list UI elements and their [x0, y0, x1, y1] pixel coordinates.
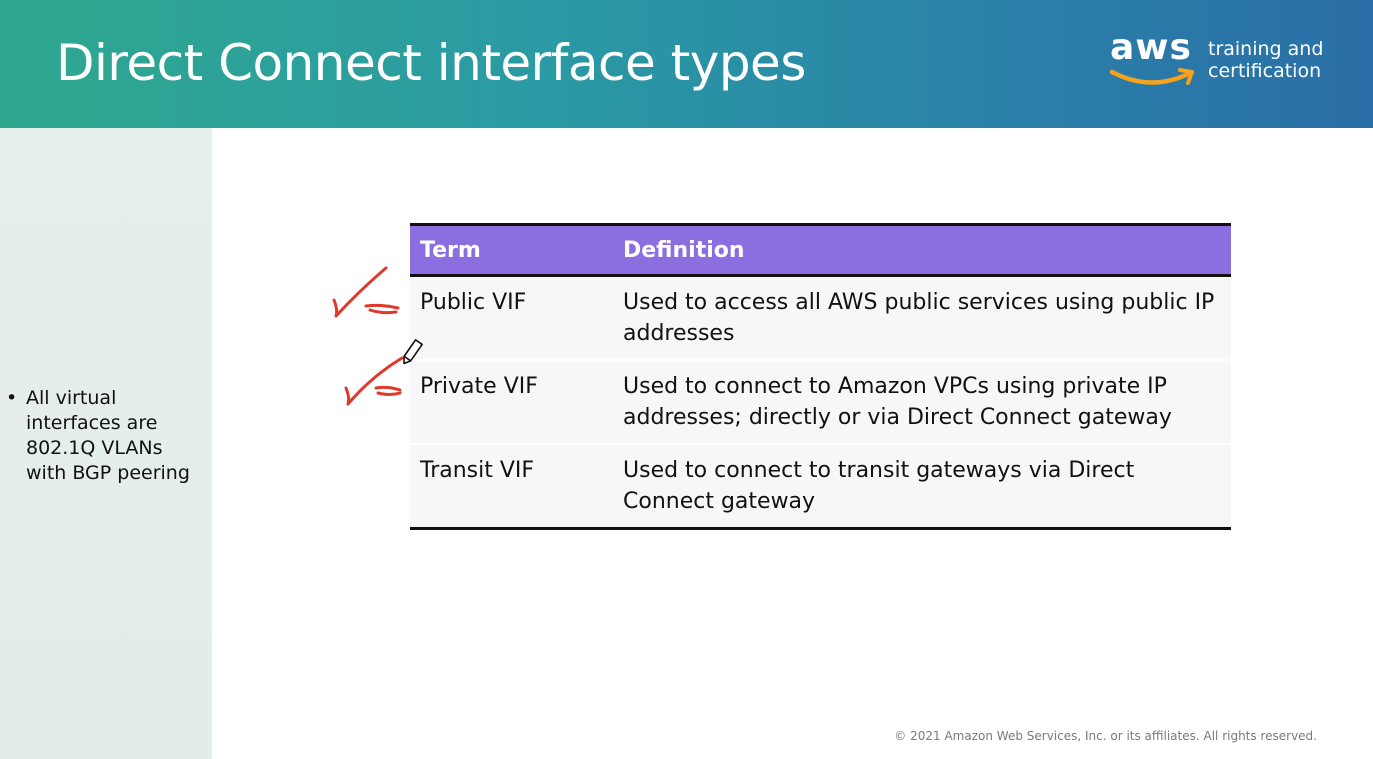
table-row: Public VIF Used to access all AWS public… [410, 275, 1231, 360]
aws-logo-mark: aws [1108, 27, 1200, 96]
aws-logo: aws training and certification [1108, 27, 1338, 96]
definition-cell: Used to connect to transit gateways via … [623, 458, 1135, 514]
page-title: Direct Connect interface types [56, 34, 806, 92]
term-cell: Transit VIF [420, 458, 535, 483]
header-banner: Direct Connect interface types aws train… [0, 0, 1373, 128]
aws-wordmark: aws [1110, 27, 1192, 68]
sidebar-bullet-list: • All virtual interfaces are 802.1Q VLAN… [6, 386, 206, 486]
checkmark-icon [344, 356, 404, 406]
interface-types-table: Term Definition Public VIF Used to acces… [410, 223, 1231, 530]
table-row: Private VIF Used to connect to Amazon VP… [410, 360, 1231, 444]
term-cell: Public VIF [420, 290, 527, 315]
checkmark-icon [332, 266, 400, 318]
list-item: • All virtual interfaces are 802.1Q VLAN… [6, 386, 206, 486]
definition-cell: Used to access all AWS public services u… [623, 290, 1215, 346]
term-cell: Private VIF [420, 374, 538, 399]
table-row: Transit VIF Used to connect to transit g… [410, 444, 1231, 529]
column-header-definition: Definition [623, 237, 745, 263]
logo-caption-line2: certification [1208, 60, 1322, 82]
aws-smile-icon [1109, 68, 1194, 85]
definition-cell: Used to connect to Amazon VPCs using pri… [623, 374, 1172, 430]
table-header-row: Term Definition [410, 224, 1231, 276]
logo-caption-line1: training and [1208, 38, 1324, 60]
bullet-icon: • [6, 387, 18, 409]
sidebar-panel [0, 128, 212, 759]
column-header-term: Term [420, 237, 481, 263]
logo-caption: training and certification [1208, 38, 1323, 82]
sidebar-item-text: All virtual interfaces are 802.1Q VLANs … [26, 387, 190, 484]
copyright-notice: © 2021 Amazon Web Services, Inc. or its … [894, 729, 1317, 743]
